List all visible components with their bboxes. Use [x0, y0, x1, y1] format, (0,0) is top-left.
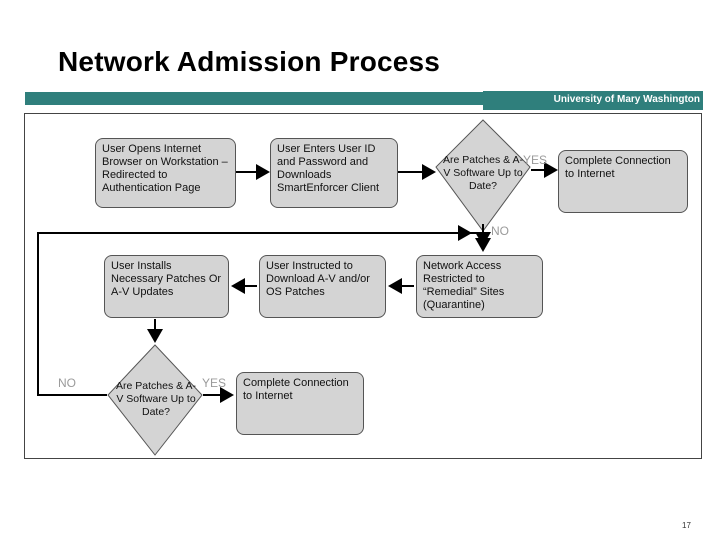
box-open-browser: User Opens Internet Browser on Workstati… — [95, 138, 236, 208]
page-number: 17 — [682, 521, 691, 530]
slide-title: Network Admission Process — [58, 46, 441, 77]
box-complete-connection-1: Complete Connection to Internet — [558, 150, 688, 213]
decision2-label: Are Patches & A-V Software Up to Date? — [116, 380, 196, 418]
decision1-no-label: NO — [491, 224, 509, 238]
decision1-label: Are Patches & A-V Software Up to Date? — [443, 154, 523, 192]
decision2-diamond — [107, 344, 203, 456]
box-install-patches: User Installs Necessary Patches Or A-V U… — [104, 255, 229, 318]
arrow-decision2-no-loop — [37, 225, 472, 396]
decision1-yes-label: YES — [523, 153, 548, 167]
box-enter-credentials: User Enters User ID and Password and Dow… — [270, 138, 398, 208]
box-complete-connection-2: Complete Connection to Internet — [236, 372, 364, 435]
decision2-no-label: NO — [58, 376, 76, 390]
box-network-restricted: Network Access Restricted to “Remedial” … — [416, 255, 543, 318]
university-name: University of Mary Washington — [553, 94, 700, 105]
university-band — [483, 91, 703, 110]
decision2-yes-label: YES — [202, 376, 227, 390]
header-band — [25, 92, 483, 105]
box-instructed-download: User Instructed to Download A-V and/or O… — [259, 255, 386, 318]
